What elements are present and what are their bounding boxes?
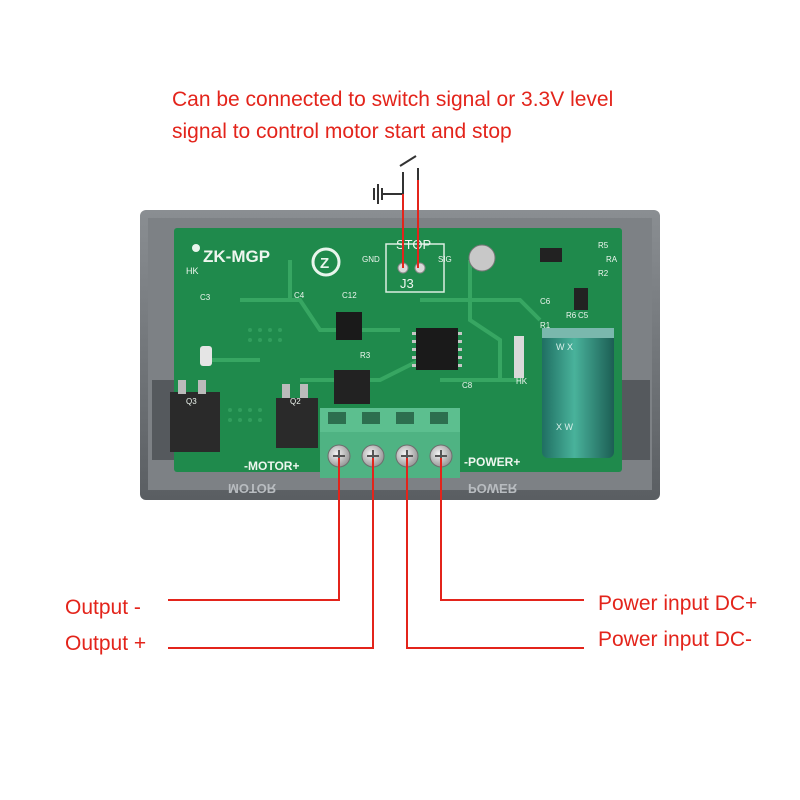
pin-header-hk [514, 336, 524, 378]
ic-chip [412, 328, 462, 370]
power-plus-label: Power input DC+ [598, 592, 758, 615]
annotation-line-1: Can be connected to switch signal or 3.3… [172, 88, 614, 111]
label-hk: HK [516, 377, 528, 386]
electrolytic-capacitor: W X X W [542, 328, 614, 458]
svg-text:W X: W X [556, 342, 573, 352]
case-power-print: POWER [468, 481, 518, 496]
j3-title: STOP [396, 237, 431, 252]
label-c4: C4 [294, 291, 305, 300]
mosfet-q3 [170, 380, 220, 452]
label-c6: C6 [540, 297, 551, 306]
label-r3: R3 [360, 351, 371, 360]
output-plus-label: Output + [65, 632, 147, 655]
callout-wires [168, 180, 584, 649]
power-minus-label: Power input DC- [598, 628, 753, 651]
output-minus-label: Output - [65, 596, 141, 619]
annotation-line-2: signal to control motor start and stop [172, 120, 512, 143]
label-c5: C5 [578, 311, 589, 320]
pcb: Z ZK-MGP HK STOP GND SIG J3 [170, 228, 622, 472]
model-label: ZK-MGP [203, 247, 270, 266]
j3-connector: STOP GND SIG J3 [362, 237, 452, 293]
small-chip [336, 312, 362, 340]
top-annotation: Can be connected to switch signal or 3.3… [172, 84, 613, 148]
switch-symbol [373, 155, 419, 204]
label-c12: C12 [342, 291, 357, 300]
j3-sig-label: SIG [438, 255, 452, 264]
maker-label: HK [186, 266, 199, 276]
label-r6: R6 [566, 311, 577, 320]
label-c3: C3 [200, 293, 211, 302]
brand-logo: Z [311, 247, 341, 277]
diode-package [334, 370, 370, 404]
small-capacitor [468, 244, 496, 272]
label-ra: RA [606, 255, 618, 264]
label-c8: C8 [462, 381, 473, 390]
smd-part-2 [574, 288, 588, 310]
motor-terminal-label: -MOTOR+ [244, 459, 299, 473]
svg-text:Z: Z [320, 255, 329, 272]
power-terminal-label: -POWER+ [464, 455, 520, 469]
label-r5: R5 [598, 241, 609, 250]
label-q2: Q2 [290, 397, 301, 406]
j3-designator: J3 [400, 276, 414, 291]
label-q3: Q3 [186, 397, 197, 406]
smd-part [540, 248, 562, 262]
case-motor-print: MOTOR [228, 481, 277, 496]
terminal-block [320, 408, 460, 478]
mosfet-q2 [276, 384, 318, 448]
label-r2: R2 [598, 269, 609, 278]
jumper [200, 346, 212, 366]
svg-text:X W: X W [556, 422, 574, 432]
label-r1: R1 [540, 321, 551, 330]
j3-gnd-label: GND [362, 255, 380, 264]
